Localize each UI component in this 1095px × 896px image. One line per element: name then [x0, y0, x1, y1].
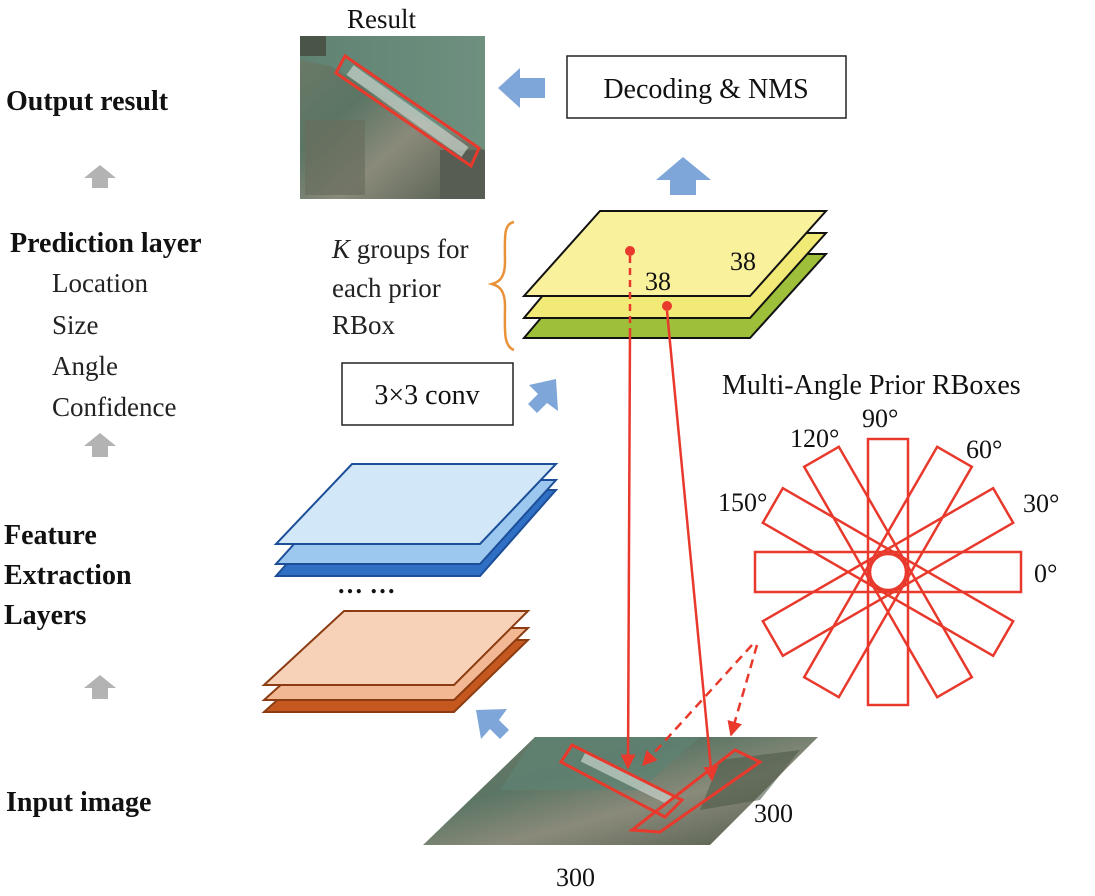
- conv-label: 3×3 conv: [374, 380, 479, 411]
- input-size-label-bottom: 300: [556, 863, 595, 892]
- angle-label-30: 30°: [1023, 489, 1059, 518]
- angle-label-90: 90°: [862, 404, 898, 433]
- orange-feature-maps: [261, 610, 531, 713]
- k-groups-line1: K groups for: [331, 234, 469, 264]
- label-angle: Angle: [52, 351, 118, 381]
- blue-feature-maps: [273, 463, 559, 577]
- prior-rbox-120: [802, 445, 974, 699]
- up-arrow-gray-3: [84, 675, 116, 699]
- prior-rbox-90: [866, 437, 910, 707]
- prior-rbox-30: [761, 486, 1015, 658]
- input-image: [423, 737, 818, 845]
- map-size-label-right: 38: [730, 247, 756, 276]
- decoding-nms-box: [566, 55, 847, 119]
- ellipsis-label: … …: [337, 570, 396, 599]
- prediction-feature-maps: [521, 210, 829, 339]
- angle-label-60: 60°: [966, 435, 1002, 464]
- label-location: Location: [52, 268, 148, 298]
- prior-rbox-60: [802, 445, 974, 699]
- decoding-nms-label: Decoding & NMS: [603, 74, 808, 105]
- angle-label-120: 120°: [790, 424, 839, 453]
- up-arrow-gray-1: [84, 165, 116, 188]
- up-arrow-gray-2: [84, 433, 116, 457]
- input-rbox-1: [558, 743, 685, 819]
- input-size-label-right: 300: [754, 799, 793, 828]
- label-prediction-layer: Prediction layer: [10, 228, 202, 259]
- k-groups-brace: [487, 220, 515, 352]
- k-groups-line2: each prior: [332, 273, 441, 303]
- angle-label-0: 0°: [1034, 559, 1057, 588]
- k-groups-line3: RBox: [332, 310, 396, 340]
- red-arrow-1: [620, 329, 636, 770]
- prior-rboxes-title: Multi-Angle Prior RBoxes: [722, 370, 1021, 401]
- red-dashed-arrow-2: [727, 644, 759, 737]
- red-arrow-2: [665, 310, 719, 782]
- diagonal-arrow-blue-input: [476, 709, 509, 739]
- prior-rbox-center: [868, 552, 908, 592]
- angle-label-150: 150°: [718, 488, 767, 517]
- label-extraction: Extraction: [4, 560, 132, 591]
- red-dashed-arrow-1: [641, 644, 753, 767]
- prior-rboxes-star: [753, 437, 1023, 707]
- feature-point-1: [625, 246, 635, 256]
- map-size-label-front: 38: [645, 267, 671, 296]
- prior-rbox-0: [753, 550, 1023, 594]
- result-caption: Result: [347, 4, 417, 34]
- label-confidence: Confidence: [52, 392, 176, 422]
- label-feature: Feature: [4, 520, 97, 551]
- label-size: Size: [52, 310, 99, 340]
- input-rbox-2: [627, 748, 763, 834]
- diagonal-arrow-blue-conv: [528, 379, 558, 413]
- up-arrow-blue-top: [656, 157, 711, 195]
- left-arrow-blue: [498, 68, 545, 108]
- result-image: [300, 36, 485, 199]
- result-detection-box: [334, 53, 481, 169]
- label-layers: Layers: [4, 600, 87, 631]
- label-input-image: Input image: [6, 787, 151, 818]
- label-output-result: Output result: [6, 86, 169, 117]
- prior-rbox-150: [761, 486, 1015, 658]
- feature-point-2: [662, 301, 672, 311]
- conv-box: [341, 362, 514, 426]
